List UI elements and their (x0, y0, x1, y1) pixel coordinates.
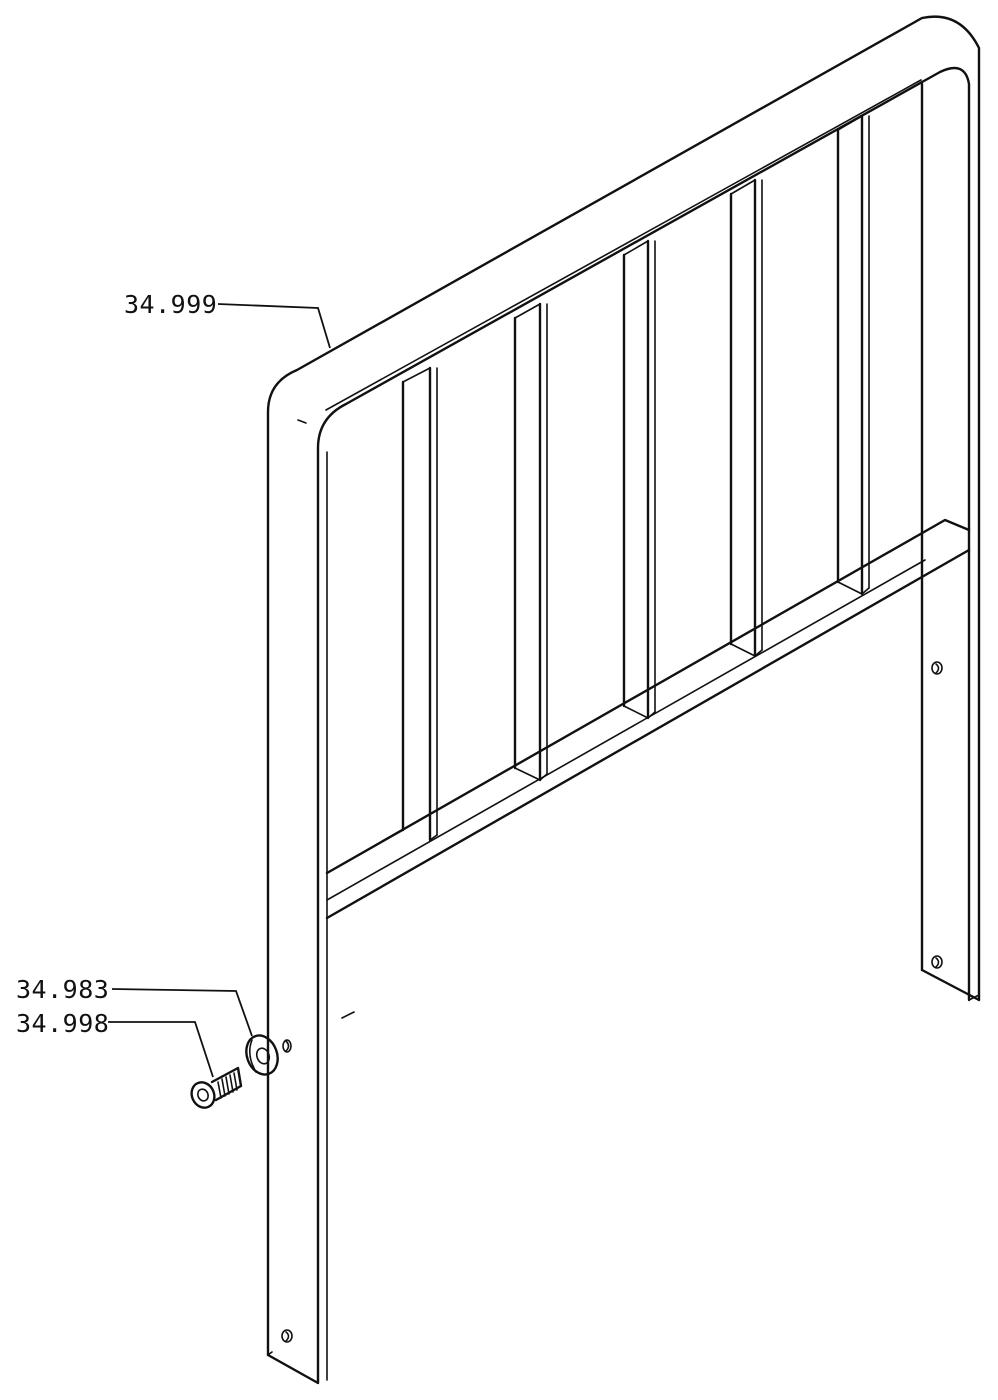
slat-3 (622, 239, 656, 720)
slat-joints (326, 581, 870, 874)
leader-washer (111, 988, 253, 1037)
screw (190, 1066, 243, 1109)
mounting-hole-right-lower (931, 955, 943, 969)
leader-headboard (217, 303, 331, 349)
slat-2 (513, 302, 548, 782)
slat-5 (836, 114, 870, 596)
washer (245, 1034, 279, 1076)
left-post-foot-bevel (267, 1351, 273, 1356)
right-post-foot (920, 968, 981, 1002)
slat-1 (401, 366, 438, 842)
mounting-hole-left-screw (282, 1039, 292, 1053)
slat-4 (729, 178, 763, 658)
headboard-frame (266, 15, 981, 1385)
lower-rail-front-edge (325, 548, 971, 920)
left-post-foot (266, 1353, 320, 1385)
lower-rail-top-edge (325, 518, 971, 875)
callout-screw-label: 34.998 (16, 1009, 109, 1038)
frame-outer-outline (266, 15, 981, 1357)
frame-top-bevel (325, 79, 922, 411)
callout-washer-label: 34.983 (16, 975, 109, 1004)
mounting-hole-left-lower (281, 1329, 293, 1343)
mounting-hole-right-upper (931, 661, 943, 675)
leader-screw (108, 1021, 214, 1078)
right-post-foot-bevel (968, 994, 980, 1001)
lower-rail-back-edge (326, 559, 926, 901)
frame-inner-outline (316, 66, 971, 1382)
hidden-line-dash (341, 1011, 355, 1019)
callout-headboard-label: 34.999 (124, 290, 217, 319)
corner-tick (297, 419, 307, 424)
